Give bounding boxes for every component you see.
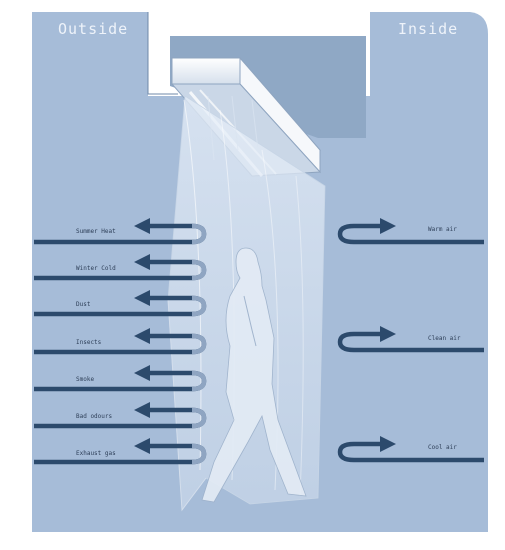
outgoing-label-7: Exhaust gas <box>76 450 116 457</box>
ceiling-edge <box>147 12 178 95</box>
person-silhouette <box>201 247 307 503</box>
outgoing-label-6: Bad odours <box>76 413 113 420</box>
outgoing-label-1: Summer Heat <box>76 228 116 235</box>
outgoing-arrow-4: Insects <box>34 328 207 355</box>
incoming-arrow-1: Warm air <box>337 218 484 245</box>
outgoing-arrow-5: Smoke <box>34 365 207 392</box>
outside-title: Outside <box>58 20 129 38</box>
outgoing-arrow-6: Bad odours <box>34 402 207 429</box>
outgoing-arrow-3: Dust <box>34 290 207 317</box>
incoming-label-3: Cool air <box>428 444 457 451</box>
incoming-label-1: Warm air <box>428 226 457 233</box>
outgoing-arrow-7: Exhaust gas <box>34 438 207 465</box>
incoming-arrow-3: Cool air <box>337 436 484 463</box>
outgoing-label-2: Winter Cold <box>76 265 116 272</box>
incoming-label-2: Clean air <box>428 335 461 342</box>
outgoing-label-5: Smoke <box>76 376 94 383</box>
outgoing-label-4: Insects <box>76 339 102 346</box>
incoming-arrow-2: Clean air <box>337 326 484 353</box>
outgoing-arrow-1: Summer Heat <box>34 218 207 245</box>
outgoing-arrow-2: Winter Cold <box>34 254 207 281</box>
outgoing-label-3: Dust <box>76 301 91 308</box>
inside-title: Inside <box>398 20 459 38</box>
